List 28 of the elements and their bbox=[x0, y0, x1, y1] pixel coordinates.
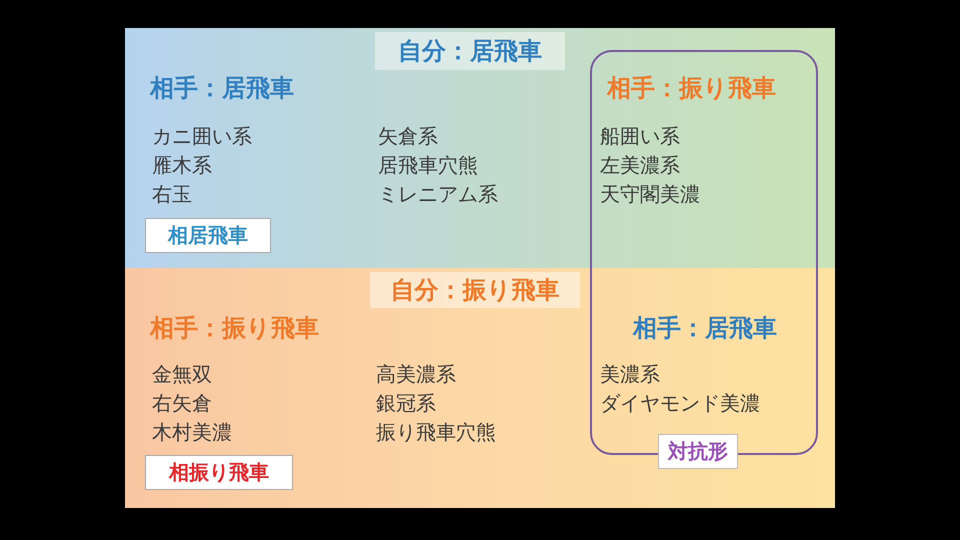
category-tag: 相居飛車 bbox=[145, 218, 271, 253]
list-item-text: 船囲い系 bbox=[600, 124, 680, 148]
list-item-text: 木村美濃 bbox=[152, 420, 232, 444]
band-heading: 自分：振り飛車 bbox=[370, 272, 580, 308]
list-item-text: 居飛車穴熊 bbox=[378, 153, 478, 177]
heading-text: 相手：振り飛車 bbox=[607, 73, 776, 104]
list-item-text: 矢倉系 bbox=[378, 124, 438, 148]
category-tag: 相振り飛車 bbox=[145, 455, 293, 490]
list-item-text: 右矢倉 bbox=[152, 391, 212, 415]
heading-text: 相手：居飛車 bbox=[633, 313, 777, 344]
list-item-text: カニ囲い系 bbox=[152, 124, 252, 148]
list-item-text: 銀冠系 bbox=[376, 391, 436, 415]
band-heading: 自分：居飛車 bbox=[375, 32, 565, 70]
band-panel bbox=[125, 28, 835, 268]
list-item-text: 振り飛車穴熊 bbox=[376, 420, 496, 444]
outline-caption: 対抗形 bbox=[658, 434, 738, 469]
list-item-text: 美濃系 bbox=[600, 362, 660, 386]
list-item-text: 雁木系 bbox=[152, 153, 212, 177]
heading-text: 相手：居飛車 bbox=[150, 73, 294, 104]
list-item-text: ダイヤモンド美濃 bbox=[600, 391, 760, 415]
list-item-text: 天守閣美濃 bbox=[600, 182, 700, 206]
list-item-text: 金無双 bbox=[152, 362, 212, 386]
list-item-text: 右玉 bbox=[152, 182, 192, 206]
list-item-text: 高美濃系 bbox=[376, 362, 456, 386]
list-item-text: 左美濃系 bbox=[600, 153, 680, 177]
heading-text: 相手：振り飛車 bbox=[150, 313, 319, 344]
band-panel bbox=[125, 268, 835, 508]
list-item-text: ミレニアム系 bbox=[378, 182, 498, 206]
